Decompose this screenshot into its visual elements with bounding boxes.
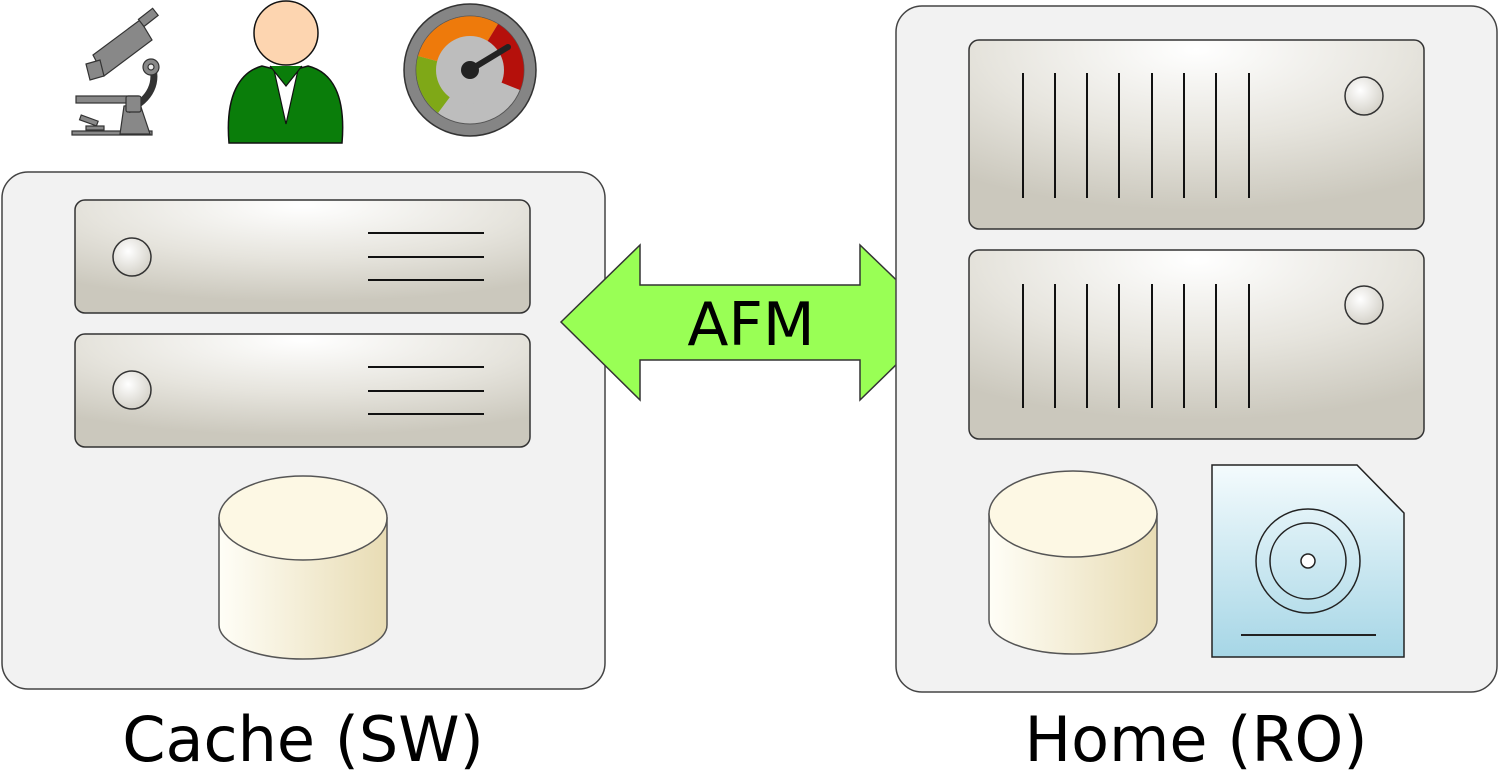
afm-arrow: AFM xyxy=(559,243,942,402)
cache-server-1 xyxy=(74,199,531,314)
cache-server-2 xyxy=(74,333,531,448)
home-server-1 xyxy=(968,39,1425,230)
user-icon xyxy=(227,0,344,144)
home-site xyxy=(895,5,1498,693)
gauge-icon xyxy=(403,3,537,137)
disk-icon xyxy=(1211,464,1405,658)
home-server-2 xyxy=(968,249,1425,440)
vent-lines-icon xyxy=(1022,284,1250,408)
afm-label: AFM xyxy=(687,290,814,360)
vent-lines-icon xyxy=(368,232,484,281)
cache-site xyxy=(1,171,606,690)
power-button-icon xyxy=(1344,285,1384,325)
database-icon xyxy=(988,470,1158,655)
cache-label: Cache (SW) xyxy=(122,703,484,772)
database-icon xyxy=(218,475,388,660)
power-button-icon xyxy=(112,370,152,410)
vent-lines-icon xyxy=(1022,73,1250,198)
power-button-icon xyxy=(1344,76,1384,116)
power-button-icon xyxy=(112,237,152,277)
home-label: Home (RO) xyxy=(1024,703,1367,772)
vent-lines-icon xyxy=(368,366,484,415)
microscope-icon xyxy=(71,7,160,136)
